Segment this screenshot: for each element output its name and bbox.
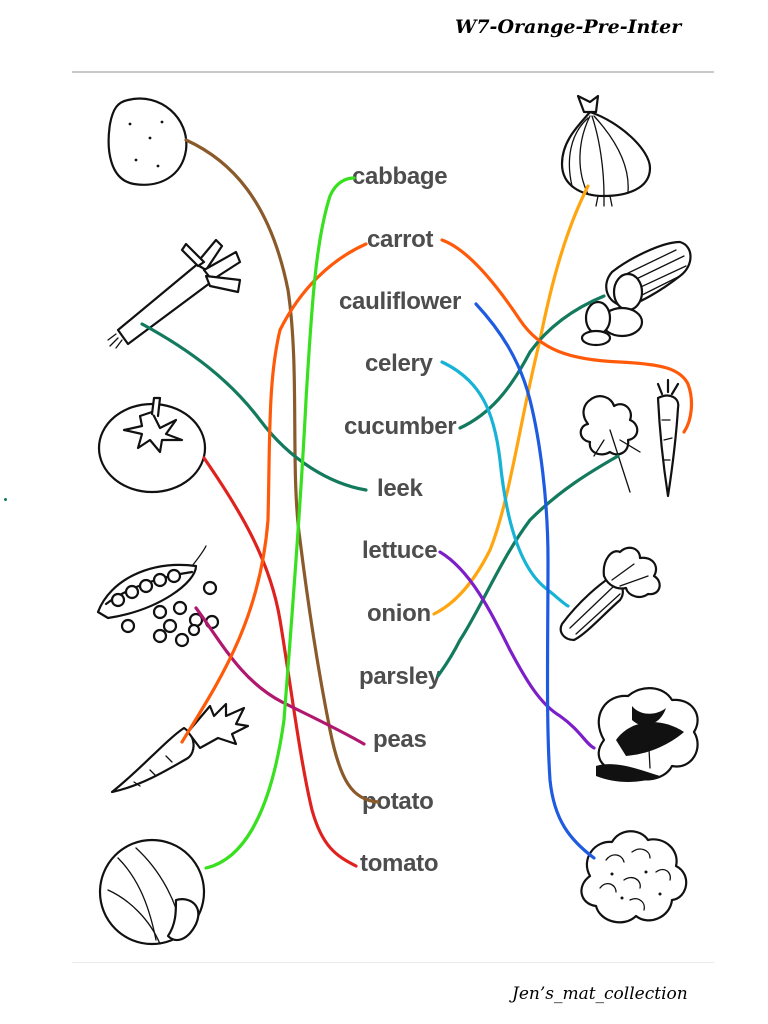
word-carrot: carrot [367, 226, 434, 253]
onion-icon [560, 94, 652, 207]
lettuce-icon [596, 687, 699, 782]
footer-credit: Jen’s_mat_collection [512, 984, 688, 1004]
worksheet-title: W7-Orange-Pre-Inter [455, 16, 682, 38]
word-lettuce: lettuce [362, 537, 438, 564]
line-carrot-right[interactable] [440, 238, 694, 434]
tomato-icon [97, 396, 207, 494]
line-lettuce[interactable] [438, 550, 596, 750]
celery-icon [559, 546, 661, 642]
word-cucumber: cucumber [344, 413, 457, 440]
worksheet-panel [72, 74, 714, 963]
word-celery: celery [365, 350, 433, 377]
word-onion: onion [367, 600, 431, 627]
word-parsley: parsley [359, 663, 441, 690]
potato-icon [107, 97, 188, 186]
parsley-carrot-icon [579, 378, 680, 498]
header-divider [72, 71, 714, 73]
line-leek[interactable] [140, 322, 368, 492]
line-cauliflower[interactable] [474, 302, 596, 860]
word-cabbage: cabbage [352, 163, 448, 190]
carrot-icon [110, 702, 250, 794]
cucumber-icon [580, 240, 692, 347]
line-celery[interactable] [440, 360, 570, 608]
word-cauliflower: cauliflower [339, 288, 462, 315]
line-tomato[interactable] [202, 456, 358, 868]
line-cabbage[interactable] [204, 176, 356, 870]
cabbage-icon [98, 838, 206, 946]
word-leek: leek [377, 475, 423, 502]
line-potato[interactable] [184, 138, 380, 804]
word-tomato: tomato [360, 850, 439, 877]
line-parsley[interactable] [436, 454, 620, 678]
word-peas: peas [373, 726, 427, 753]
cauliflower-icon [580, 830, 688, 924]
line-cucumber[interactable] [458, 294, 606, 430]
line-onion[interactable] [432, 184, 590, 616]
peas-icon [96, 545, 220, 648]
line-peas[interactable] [194, 606, 366, 746]
line-carrot[interactable] [180, 242, 368, 744]
stray-mark [4, 498, 7, 501]
